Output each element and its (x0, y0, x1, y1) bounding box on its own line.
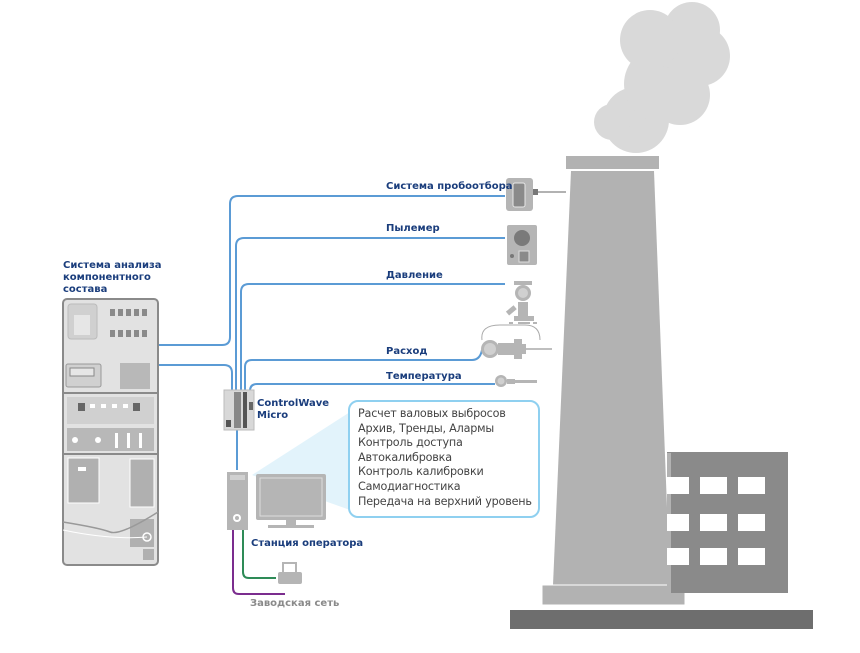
controller-icon (223, 389, 255, 431)
sampling-probe-icon (506, 178, 566, 211)
function-item: Автокалибровка (358, 450, 452, 464)
controller-label-line: ControlWave (257, 398, 330, 409)
line-flow (158, 364, 233, 390)
plant-network-label: Заводская сеть (250, 598, 340, 609)
sampling-label: Система пробоотбора (386, 181, 513, 192)
smokestack-icon (541, 156, 686, 606)
flow-label: Расход (386, 346, 428, 357)
operator-station-label: Станция оператора (251, 538, 364, 549)
temperature-sensor-icon (495, 375, 537, 387)
pressure-transmitter-icon (505, 281, 537, 324)
function-item: Архив, Тренды, Алармы (358, 421, 494, 435)
printer-icon (278, 562, 302, 584)
controller-label-line: Micro (257, 410, 289, 421)
function-item: Контроль калибровки (358, 465, 484, 479)
smoke-icon (594, 2, 730, 153)
line-dust (235, 237, 505, 390)
network-line (232, 530, 285, 595)
dust-meter-label: Пылемер (386, 223, 440, 234)
line-flow2 (244, 349, 483, 390)
line-pressure (240, 283, 505, 390)
function-item: Передача на верхний уровень (358, 494, 532, 508)
analyzer-label: Система анализа компонентного состава (63, 260, 162, 296)
dust-meter-icon (507, 225, 537, 265)
ground (510, 610, 813, 629)
workstation-icon (227, 472, 326, 530)
printer-line (242, 530, 276, 579)
function-item: Контроль доступа (358, 436, 463, 450)
function-item: Самодиагностика (358, 479, 461, 493)
analyzer-cabinet-icon (62, 298, 159, 566)
functions-callout: Расчет валовых выбросов Архив, Тренды, А… (348, 400, 540, 518)
factory-building-icon (667, 452, 788, 593)
signal-lines (158, 195, 505, 470)
line-temperature (249, 383, 495, 392)
line-sampling (158, 195, 505, 346)
flow-meter-icon (481, 324, 552, 359)
pressure-label: Давление (386, 270, 443, 281)
analyzer-label-line: Система анализа (63, 260, 162, 271)
analyzer-label-line: состава (63, 284, 108, 295)
temperature-label: Температура (386, 371, 462, 382)
analyzer-label-line: компонентного (63, 272, 151, 283)
function-item: Расчет валовых выбросов (358, 407, 506, 420)
controller-label: ControlWave Micro (257, 398, 329, 422)
